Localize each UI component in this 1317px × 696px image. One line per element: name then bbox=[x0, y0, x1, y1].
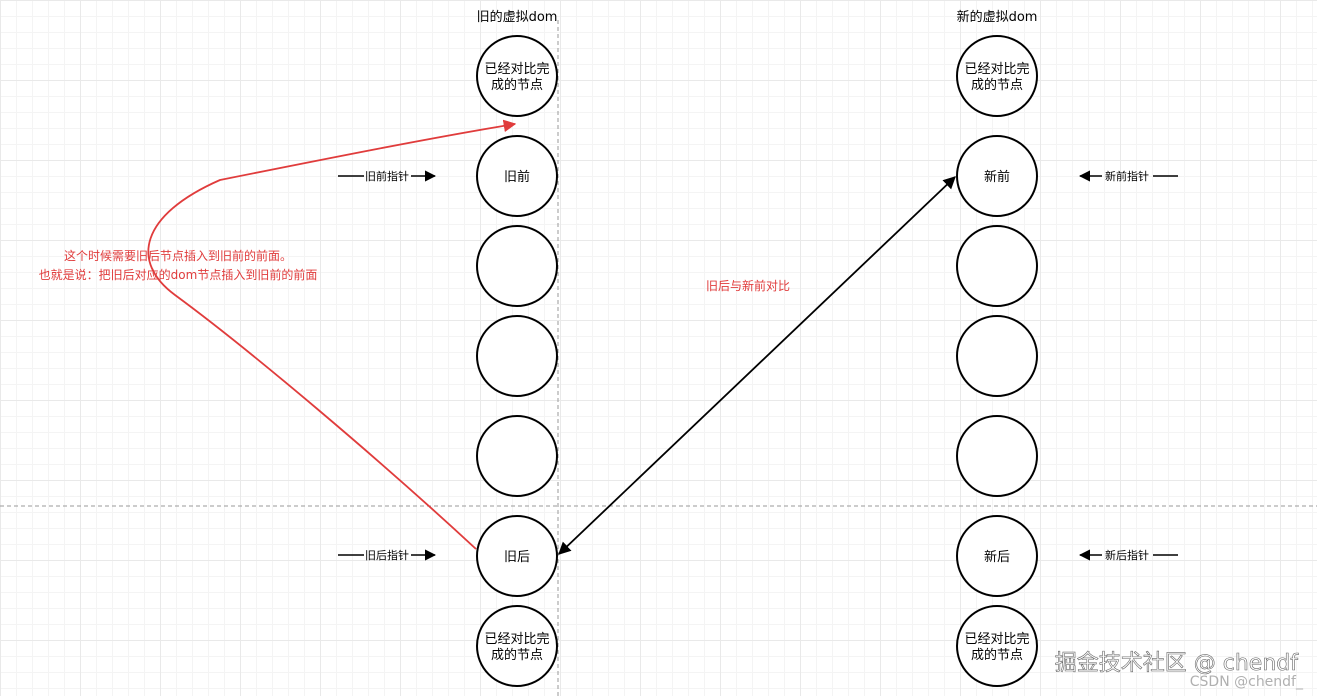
old-front-pointer-label: 旧前指针 bbox=[365, 169, 409, 183]
old-back-pointer: 旧后指针 bbox=[338, 548, 437, 562]
old-node-label: 已经对比完 bbox=[484, 632, 549, 647]
new-node-label: 已经对比完 bbox=[964, 62, 1029, 77]
new-node-6: 新后 bbox=[956, 515, 1038, 597]
move-annotation-line2: 也就是说：把旧后对应的dom节点插入到旧前的前面 bbox=[39, 267, 318, 282]
new-node-4 bbox=[956, 315, 1038, 397]
old-node-2: 旧前 bbox=[476, 135, 558, 217]
new-node-5 bbox=[956, 415, 1038, 497]
compare-double-arrow bbox=[558, 176, 956, 555]
move-annotation-line1: 这个时候需要旧后节点插入到旧前的前面。 bbox=[64, 248, 292, 263]
old-front-pointer: 旧前指针 bbox=[338, 169, 437, 183]
old-node-circle bbox=[476, 605, 558, 687]
old-node-circle bbox=[476, 415, 558, 497]
old-column-title: 旧的虚拟dom bbox=[477, 9, 558, 25]
old-node-label: 旧前 bbox=[504, 169, 530, 185]
old-node-label: 成的节点 bbox=[491, 77, 543, 93]
old-node-label: 已经对比完 bbox=[484, 62, 549, 77]
old-node-6: 旧后 bbox=[476, 515, 558, 597]
watermark-sub: CSDN @chendf_ bbox=[1190, 674, 1304, 690]
new-column-title: 新的虚拟dom bbox=[957, 9, 1038, 25]
new-node-2: 新前 bbox=[956, 135, 1038, 217]
new-node-circle bbox=[956, 315, 1038, 397]
new-node-label: 新后 bbox=[984, 549, 1010, 565]
compare-annotation: 旧后与新前对比 bbox=[706, 278, 790, 293]
move-node-curved-arrow bbox=[147, 119, 517, 550]
new-back-pointer-label: 新后指针 bbox=[1105, 548, 1149, 562]
old-node-5 bbox=[476, 415, 558, 497]
new-node-label: 成的节点 bbox=[971, 647, 1023, 663]
old-node-4 bbox=[476, 315, 558, 397]
new-node-circle bbox=[956, 35, 1038, 117]
old-node-circle bbox=[476, 315, 558, 397]
watermark-main: 掘金技术社区 @ chendf bbox=[1055, 651, 1299, 676]
new-node-3 bbox=[956, 225, 1038, 307]
new-node-circle bbox=[956, 415, 1038, 497]
new-node-circle bbox=[956, 605, 1038, 687]
old-node-circle bbox=[476, 515, 558, 597]
old-node-label: 成的节点 bbox=[491, 647, 543, 663]
new-node-circle bbox=[956, 135, 1038, 217]
new-node-circle bbox=[956, 515, 1038, 597]
old-back-pointer-label: 旧后指针 bbox=[365, 548, 409, 562]
new-node-circle bbox=[956, 225, 1038, 307]
new-node-label: 已经对比完 bbox=[964, 632, 1029, 647]
old-node-circle bbox=[476, 35, 558, 117]
new-back-pointer: 新后指针 bbox=[1078, 548, 1178, 562]
new-front-pointer-label: 新前指针 bbox=[1105, 169, 1149, 183]
new-node-label: 新前 bbox=[984, 169, 1010, 185]
old-node-circle bbox=[476, 135, 558, 217]
old-node-3 bbox=[476, 225, 558, 307]
old-node-label: 旧后 bbox=[504, 550, 530, 565]
old-node-circle bbox=[476, 225, 558, 307]
new-node-label: 成的节点 bbox=[971, 77, 1023, 93]
new-front-pointer: 新前指针 bbox=[1078, 169, 1178, 183]
